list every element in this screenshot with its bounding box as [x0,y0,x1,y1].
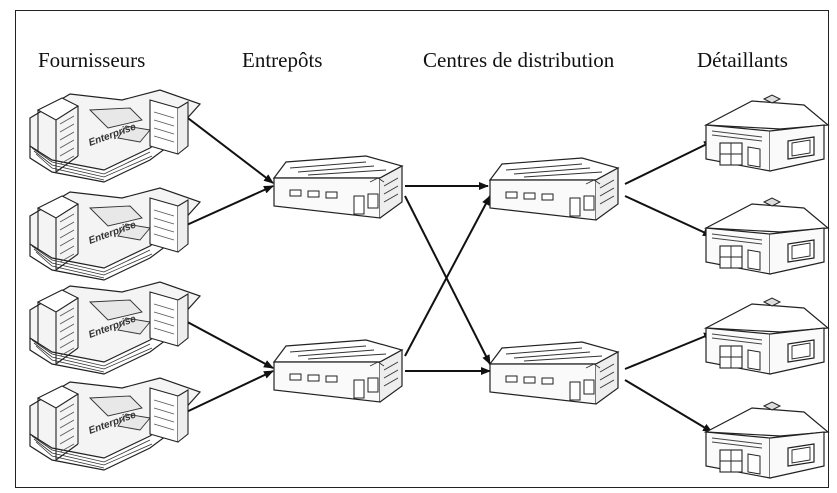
retailer-store-3 [705,297,829,375]
distribution-center-2 [489,341,619,405]
arrow-warehouse-2-to-dc-1 [404,195,491,357]
header-suppliers: Fournisseurs [38,48,146,72]
arrow-dc-1-to-retailer-2 [624,195,713,237]
header-retailers: Détaillants [697,48,788,72]
warehouse-building-1 [273,155,403,219]
supplier-building-4: Enterprise [29,377,201,471]
distribution-center-1 [489,157,619,221]
warehouse-building-2 [273,339,403,403]
supplier-building-3: Enterprise [29,281,201,375]
header-warehouses: Entrepôts [242,48,323,72]
arrow-dc-1-to-retailer-1 [624,140,714,185]
arrow-warehouse-1-to-dc-2 [404,195,491,365]
retailer-store-1 [705,94,829,172]
arrow-dc-2-to-retailer-4 [624,379,713,433]
arrow-dc-2-to-retailer-3 [624,332,714,370]
arrow-supplier-2-to-warehouse-1 [179,185,274,229]
header-distribution-centers: Centres de distribution [423,48,615,72]
supplier-building-2: Enterprise [29,187,201,281]
retailer-store-4 [705,401,829,479]
arrow-supplier-4-to-warehouse-2 [179,370,274,416]
arrow-supplier-3-to-warehouse-2 [179,317,274,369]
retailer-store-2 [705,197,829,275]
supplier-building-1: Enterprise [29,89,201,183]
arrow-supplier-1-to-warehouse-1 [179,111,274,184]
